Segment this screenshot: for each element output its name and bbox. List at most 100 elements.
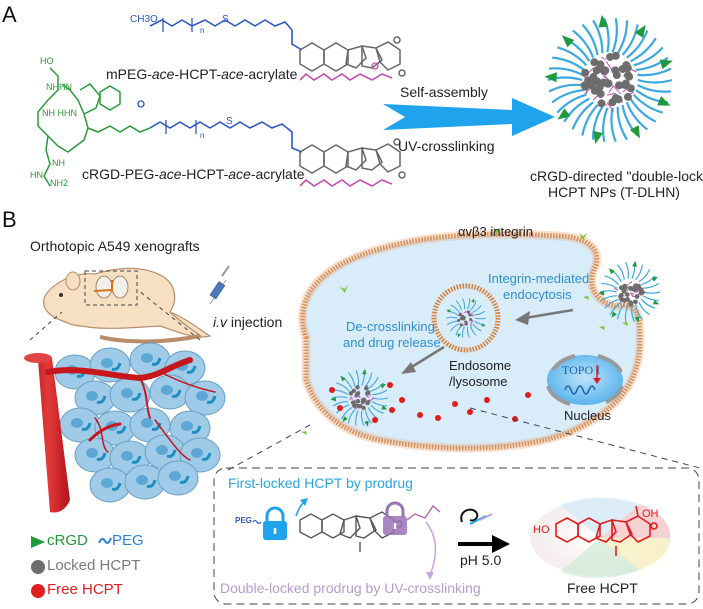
endocytosis-label-line-2: endocytosis bbox=[503, 287, 572, 302]
crosslink bbox=[612, 84, 622, 95]
peg-strand bbox=[625, 262, 629, 279]
locked-hcpt-dot bbox=[458, 312, 462, 317]
tumor-tissue bbox=[54, 342, 226, 503]
peg-strand bbox=[445, 316, 458, 319]
free-hcpt-dot bbox=[387, 382, 393, 388]
free-hcpt-dot bbox=[467, 409, 473, 415]
legend-free-label: Free HCPT bbox=[47, 581, 123, 598]
np-released bbox=[330, 368, 389, 427]
crgd-triangle bbox=[361, 368, 367, 375]
ph-label: pH 5.0 bbox=[460, 552, 502, 568]
peg-strand bbox=[336, 382, 350, 392]
peg-strand bbox=[450, 323, 460, 332]
molecule-2-structure bbox=[37, 67, 406, 187]
locked-hcpt-dot bbox=[634, 294, 640, 299]
tumor-cell bbox=[149, 374, 191, 410]
peg-strand bbox=[629, 98, 657, 123]
integrin-label: αvβ3 integrin bbox=[458, 224, 533, 239]
peg-strand bbox=[624, 305, 629, 322]
peg-strand bbox=[370, 382, 384, 392]
free-hcpt-dot bbox=[399, 397, 405, 403]
free-hcpt-dot bbox=[525, 392, 531, 398]
free-hcpt-dot bbox=[484, 397, 490, 403]
crosslink bbox=[606, 102, 615, 112]
peg-strand bbox=[631, 305, 635, 322]
crosslink bbox=[632, 290, 637, 293]
release-label-line-2: and drug release bbox=[343, 335, 441, 350]
peg-strand bbox=[474, 310, 486, 316]
peg-strand bbox=[370, 404, 384, 414]
peg-strand bbox=[625, 101, 649, 131]
peg-strand bbox=[466, 326, 470, 338]
free-oh-label: OH bbox=[642, 508, 659, 520]
crosslink bbox=[358, 395, 361, 399]
peg-strand bbox=[637, 78, 673, 84]
crgd-triangle bbox=[446, 309, 451, 313]
crosslink bbox=[601, 56, 606, 61]
peg-strand bbox=[609, 301, 622, 315]
peg-strand bbox=[360, 410, 365, 426]
crgd-triangle bbox=[471, 298, 475, 303]
peg-strand bbox=[617, 264, 625, 280]
panel-b-label: B bbox=[2, 207, 17, 232]
crosslink bbox=[631, 68, 637, 73]
locked-hcpt-dot bbox=[459, 323, 463, 327]
np-in-endosome bbox=[445, 298, 487, 338]
crosslink bbox=[471, 312, 473, 316]
peg-strand bbox=[563, 97, 590, 123]
crgd-triangle bbox=[634, 316, 640, 323]
peg-strand bbox=[592, 19, 604, 54]
peg-strand bbox=[548, 83, 583, 93]
locked-hcpt-dot bbox=[622, 283, 628, 289]
crosslink bbox=[369, 397, 375, 402]
peg-strand bbox=[591, 106, 604, 140]
nucleus-label: Nucleus bbox=[564, 408, 611, 423]
locked-hcpt-dot bbox=[468, 313, 472, 317]
peg-strand bbox=[581, 104, 599, 136]
sulfur-label-1: S bbox=[222, 14, 229, 25]
locked-hcpt-dot bbox=[357, 403, 363, 409]
peg-strand bbox=[630, 37, 657, 63]
peg-strand bbox=[642, 295, 659, 302]
crgd-triangle bbox=[657, 96, 671, 106]
crosslink bbox=[470, 320, 474, 324]
sulfur-label-2: S bbox=[226, 116, 233, 127]
topo-label: TOPO I bbox=[562, 363, 601, 377]
rgd-peptide bbox=[37, 67, 151, 187]
locked-hcpt-dot bbox=[626, 84, 635, 93]
injection-label: i.v injection bbox=[213, 314, 283, 330]
peg-strand bbox=[643, 291, 661, 294]
locked-hcpt-dot bbox=[351, 388, 356, 393]
tumor-cell bbox=[109, 377, 151, 413]
peg-strand bbox=[635, 304, 643, 320]
crosslink bbox=[614, 288, 619, 291]
first-lock-padlock-icon bbox=[263, 506, 287, 540]
crosslink bbox=[471, 315, 473, 317]
locked-hcpt-dot bbox=[597, 99, 606, 108]
free-ho-label: HO bbox=[533, 524, 550, 536]
locked-hcpt-dot bbox=[601, 66, 610, 75]
crgd-triangle bbox=[342, 416, 348, 423]
peg-strand bbox=[347, 409, 356, 424]
locked-hcpt-dot bbox=[592, 66, 601, 75]
crgd-triangle bbox=[598, 290, 605, 296]
peg-strand bbox=[602, 107, 609, 142]
tumor-cell bbox=[74, 437, 116, 473]
crosslink bbox=[606, 92, 616, 96]
crosslink bbox=[349, 397, 351, 401]
peg-strand bbox=[571, 101, 594, 130]
peg-strand bbox=[551, 88, 585, 104]
tumor-cell bbox=[129, 342, 171, 378]
nanoparticle-t-dlhn bbox=[544, 14, 673, 145]
self-assembly-label: Self-assembly bbox=[400, 84, 488, 100]
locked-hcpt-dot bbox=[633, 283, 638, 289]
peg-strand bbox=[461, 326, 465, 338]
uv-crosslinking-label: UV-crosslinking bbox=[398, 138, 495, 154]
chain-start-label: CH3O bbox=[130, 14, 158, 25]
crosslink bbox=[463, 311, 466, 314]
first-lock-label: First-locked HCPT by prodrug bbox=[228, 475, 413, 491]
peg-strand bbox=[367, 376, 379, 389]
peg-strand bbox=[455, 300, 462, 311]
locked-hcpt-dot bbox=[355, 399, 361, 404]
